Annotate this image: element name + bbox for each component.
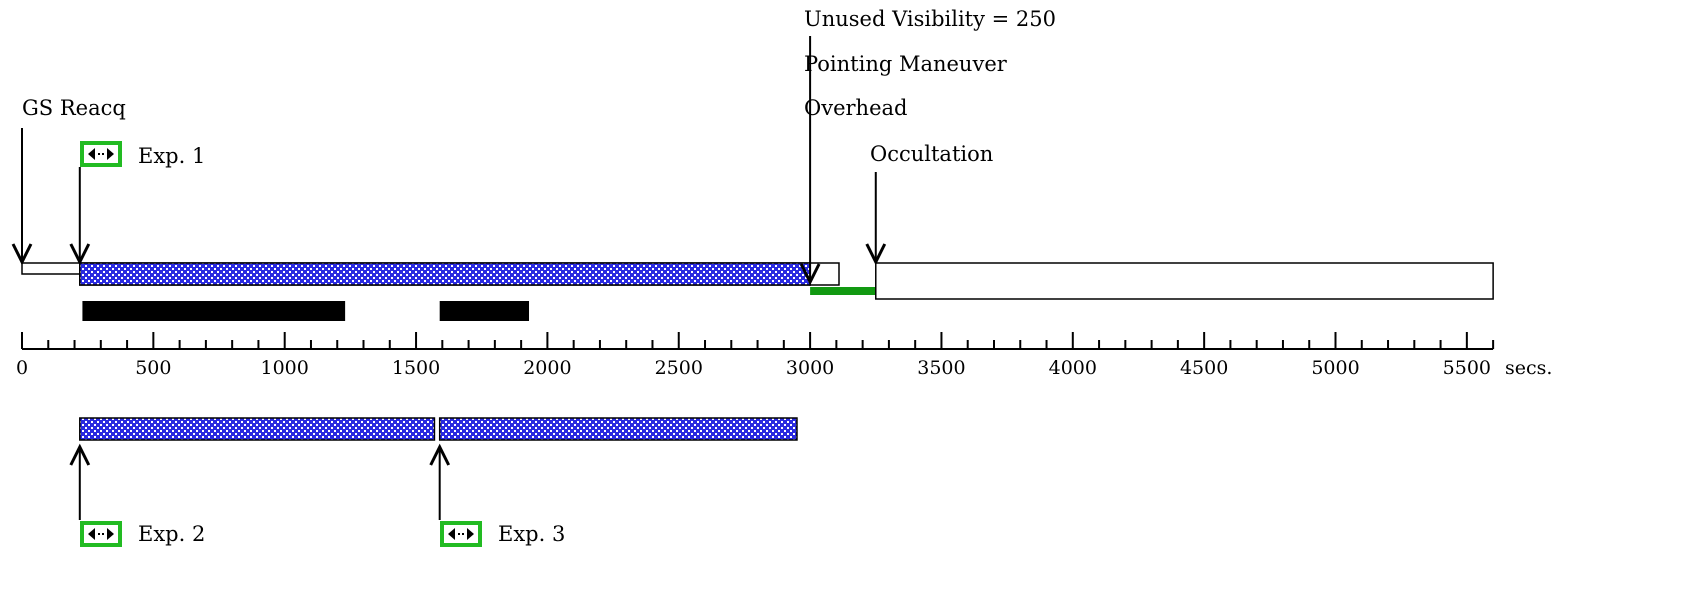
axis-tick-label: 3000 [785,357,835,379]
open-segment [875,262,1494,300]
pointing-maneuver-label: Pointing Maneuver [804,52,1007,76]
axis-tick-label: 5500 [1442,357,1492,379]
exp1-label: Exp. 1 [138,144,206,168]
axis-tick-label: 2500 [654,357,703,379]
overhead-label: Overhead [804,96,908,120]
exp3-expand-button[interactable] [440,521,482,547]
double-arrow-icon [88,148,114,160]
down-arrow-icon [69,243,91,266]
axis-tick-label: 5000 [1311,357,1360,379]
double-arrow-icon [88,528,114,540]
black-bar [439,301,530,321]
exp2-label: Exp. 2 [138,522,206,546]
up-arrow-icon [69,443,91,466]
black-bar [82,301,346,321]
axis-tick-label: 4000 [1048,357,1097,379]
exp3-label: Exp. 3 [498,522,566,546]
axis-unit-label: secs. [1505,357,1553,379]
down-arrow-icon [799,263,821,286]
occultation-label: Occultation [870,142,994,166]
exposure-bar [79,417,436,441]
exposure-bar [79,262,811,286]
axis-tick-label: 500 [135,357,172,379]
exp2-expand-button[interactable] [80,521,122,547]
exp1-expand-button[interactable] [80,141,122,167]
axis-tick-label: 1500 [391,357,441,379]
down-arrow-icon [865,243,887,266]
axis-tick-label: 0 [15,357,29,379]
axis-tick-label: 3500 [917,357,966,379]
exposure-bar [438,417,798,441]
up-arrow-icon [429,443,451,466]
gs-reacq-label: GS Reacq [22,96,126,120]
overhead-bar [810,287,876,295]
unused-visibility-label: Unused Visibility = 250 [804,7,1056,31]
axis-tick-label: 2000 [523,357,572,379]
open-segment [21,262,81,275]
axis-tick-label: 1000 [260,357,309,379]
down-arrow-icon [11,243,33,266]
double-arrow-icon [448,528,474,540]
axis-tick-label: 4500 [1179,357,1229,379]
